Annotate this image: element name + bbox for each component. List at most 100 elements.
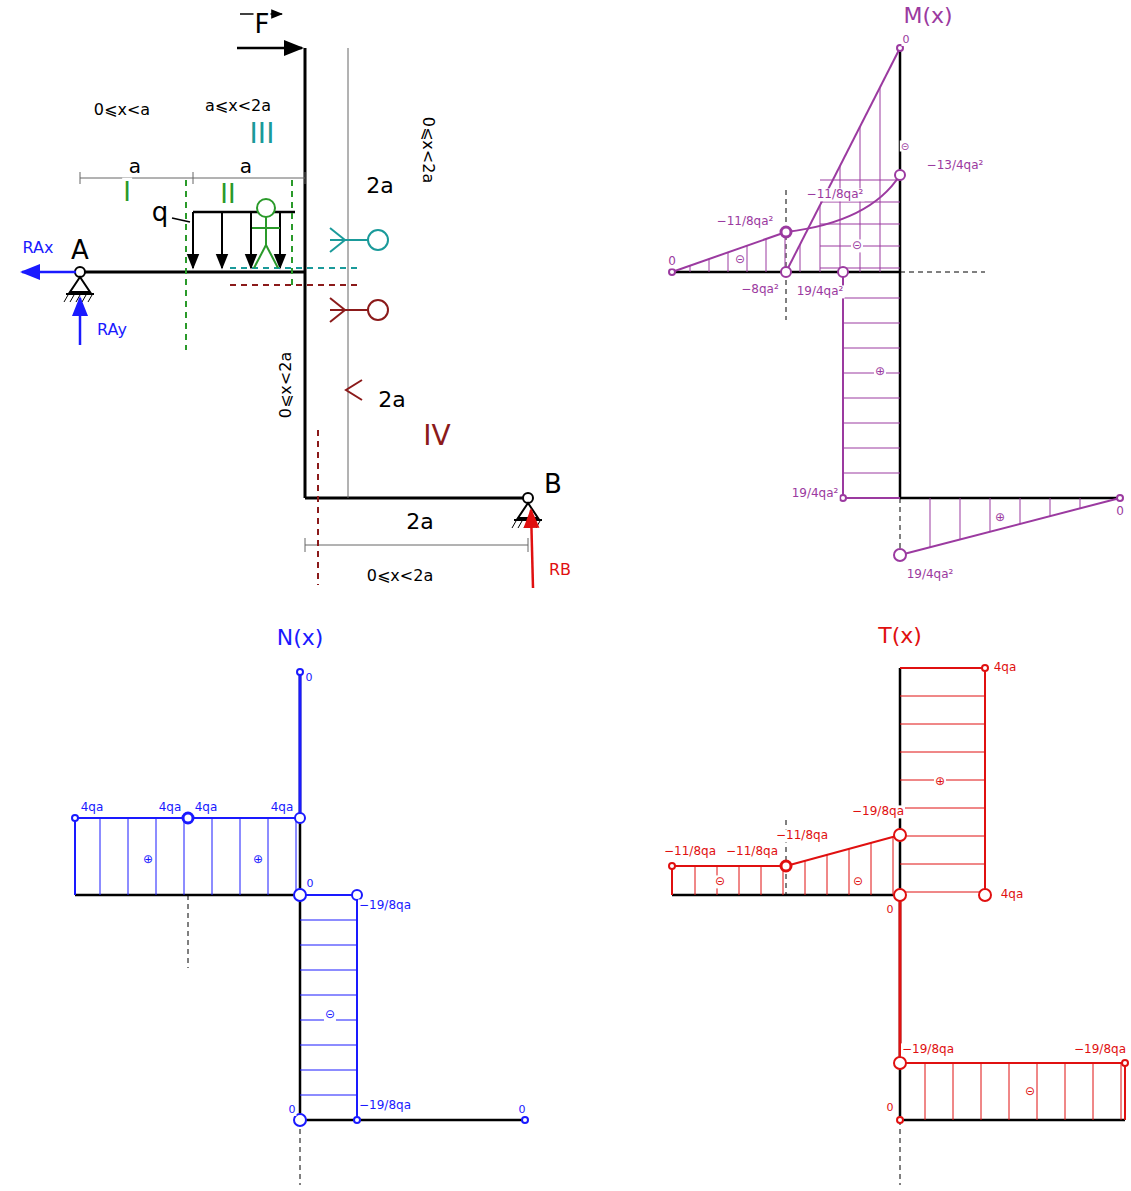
stroke — [672, 865, 786, 867]
stroke — [953, 1063, 954, 1120]
stroke — [1020, 498, 1021, 524]
point-marker — [368, 300, 388, 320]
plot-label: −11/8qa² — [716, 215, 775, 228]
stroke — [250, 212, 252, 268]
point-marker — [72, 815, 78, 821]
stroke — [185, 180, 187, 350]
plot-label: ⊕ — [252, 853, 264, 866]
plot-label: 0 — [902, 34, 911, 46]
plot-label: −19/8qa — [851, 805, 905, 818]
stroke — [330, 298, 345, 310]
stroke — [900, 724, 985, 725]
plot-label: −11/8qa — [775, 829, 829, 842]
stroke — [843, 423, 900, 424]
shape — [786, 175, 900, 232]
stroke — [240, 818, 241, 895]
stroke — [514, 519, 542, 521]
plot-label: 4qa — [194, 801, 219, 814]
stroke — [66, 293, 94, 295]
plot-label: T(x) — [877, 624, 923, 648]
stroke — [900, 272, 985, 273]
stroke — [188, 895, 189, 968]
plot-label: a⩽x<2a — [204, 97, 272, 115]
stroke — [518, 521, 522, 528]
plot-label: 0⩽x<2a — [366, 567, 434, 585]
stroke — [820, 268, 900, 269]
plot-label: ⊝ — [900, 141, 910, 152]
stroke — [82, 295, 86, 302]
plot-label: ⊝ — [1024, 1085, 1036, 1098]
plot-label: ⊝ — [852, 875, 864, 888]
stroke — [74, 818, 76, 895]
stroke — [300, 945, 357, 946]
stroke — [266, 245, 278, 268]
stroke — [172, 218, 190, 222]
stroke — [1037, 1063, 1038, 1120]
point-marker — [838, 267, 848, 277]
stroke — [925, 1063, 926, 1120]
stroke — [536, 521, 540, 528]
stroke — [330, 240, 345, 252]
plot-label: 4qa — [270, 801, 295, 814]
plot-label: II — [219, 180, 236, 209]
stroke — [984, 668, 986, 895]
point-marker — [895, 170, 905, 180]
stroke — [695, 866, 696, 895]
stroke — [900, 1119, 1125, 1122]
shape — [70, 277, 90, 292]
stroke — [900, 497, 1120, 500]
plot-label: 0 — [886, 1102, 895, 1114]
stroke — [1050, 498, 1051, 516]
point-marker — [781, 267, 791, 277]
stroke — [728, 252, 729, 272]
plot-label: N(x) — [276, 626, 325, 650]
stroke — [221, 212, 223, 268]
stroke — [709, 259, 710, 272]
plot-label: −19/8qa — [358, 899, 412, 912]
stroke — [230, 267, 362, 269]
plot-label: III — [249, 119, 276, 150]
stroke — [843, 448, 900, 449]
plot-label: 4qa — [158, 801, 183, 814]
stroke — [990, 498, 991, 532]
plot-label: RAy — [96, 321, 128, 339]
plot-label: RAx — [22, 239, 55, 257]
shape — [518, 503, 538, 518]
stroke — [1121, 1063, 1122, 1120]
point-marker — [295, 813, 305, 823]
stroke — [843, 398, 900, 399]
point-marker — [522, 1117, 528, 1123]
plot-label: −11/8qa — [663, 845, 717, 858]
plot-label: 4qa — [993, 661, 1018, 674]
plot-label: 19/4qa² — [791, 487, 840, 500]
stroke — [843, 348, 900, 349]
stroke — [279, 212, 281, 268]
stroke — [690, 266, 691, 272]
stroke — [356, 895, 358, 1120]
stroke — [330, 309, 368, 311]
plot-label: B — [543, 470, 563, 499]
plot-label: 0 — [1115, 505, 1125, 518]
point-marker — [294, 889, 306, 901]
stroke — [786, 48, 900, 272]
stroke — [524, 521, 528, 528]
stroke — [843, 323, 900, 324]
stroke — [766, 239, 767, 272]
plot-label: 2a — [365, 174, 394, 198]
stroke — [305, 497, 528, 500]
plot-label: ⊕ — [994, 511, 1006, 524]
stroke — [900, 892, 985, 893]
point-marker — [1122, 1060, 1128, 1066]
stroke — [871, 843, 872, 895]
point-marker — [894, 549, 906, 561]
stroke — [305, 538, 306, 552]
stroke — [80, 172, 81, 184]
plot-label: 4qa — [1000, 888, 1025, 901]
stroke — [900, 752, 985, 753]
stroke — [843, 373, 900, 374]
stroke — [761, 866, 762, 895]
stroke — [672, 232, 786, 272]
stroke — [512, 521, 516, 528]
plot-label: −19/8qa — [1073, 1043, 1127, 1056]
